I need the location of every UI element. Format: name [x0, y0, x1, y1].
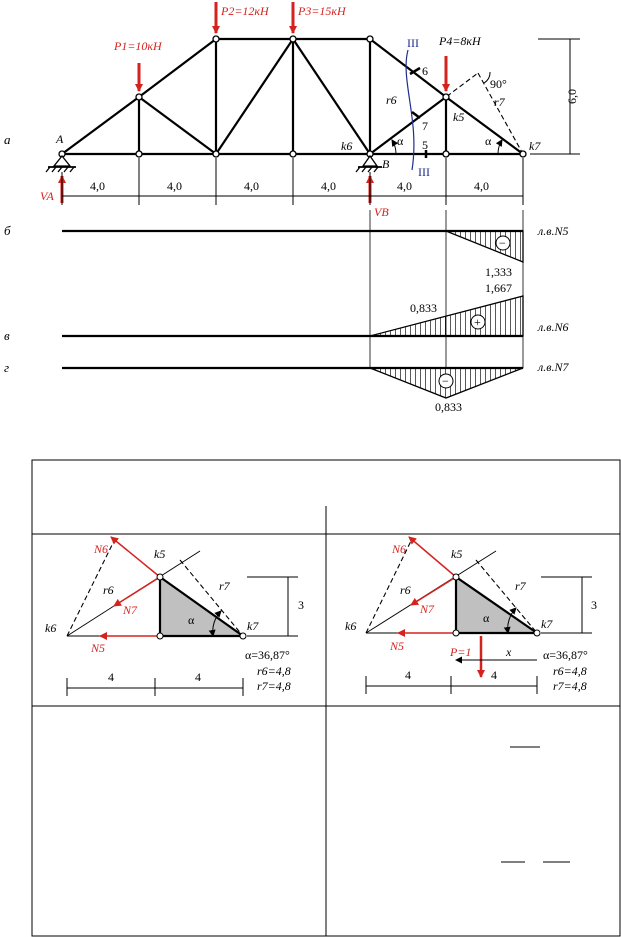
row-label-a: а	[4, 132, 11, 147]
row-label-g: г	[4, 360, 9, 375]
panel-left-figure	[66, 536, 298, 696]
il-n6-label: л.в.N6	[537, 320, 568, 334]
node-b-label: B	[382, 157, 390, 171]
section-label-bottom: III	[418, 165, 430, 179]
reaction-va-label: VA	[40, 189, 54, 203]
influence-line-n5	[62, 229, 524, 263]
span-dimensions	[61, 158, 524, 205]
row-label-b: б	[4, 223, 11, 238]
truss-nodes	[58, 35, 527, 158]
span-1-label: 4,0	[90, 179, 105, 193]
panel-right-alpha: α	[483, 611, 490, 625]
member-6-label: 6	[422, 64, 428, 78]
panel-left-param-r7: r7=4,8	[257, 679, 291, 693]
panel-left-n6: N6	[93, 542, 108, 556]
panel-left-r6: r6	[103, 583, 114, 597]
il-n5-value: 1,333	[485, 265, 512, 279]
panel-right-r6: r6	[400, 583, 411, 597]
il-n6-sign: +	[474, 315, 481, 329]
panel-right-param-alpha: α=36,87°	[543, 648, 588, 662]
il-n7-sign: −	[442, 374, 449, 388]
panel-right-figure	[365, 536, 592, 694]
load-p3-label: P3=15кН	[297, 4, 347, 18]
member-marks	[409, 66, 428, 158]
panel-left-height: 3	[298, 598, 304, 612]
panel-right-k7: k7	[541, 617, 553, 631]
angle-arcs	[391, 71, 503, 155]
il-n5-sign: −	[499, 236, 506, 250]
panel-left-r7: r7	[219, 579, 231, 593]
panel-left-k7: k7	[247, 619, 259, 633]
node-k5-label: k5	[453, 110, 464, 124]
row-label-v: в	[4, 328, 10, 343]
panel-left-param-alpha: α=36,87°	[245, 648, 290, 662]
load-p4-label: P4=8кН	[438, 34, 482, 48]
il-n6-value-mid: 0,833	[410, 301, 437, 315]
il-n7-label: л.в.N7	[537, 360, 569, 374]
panel-right-k6: k6	[345, 619, 356, 633]
influence-line-n7	[62, 366, 524, 399]
panel-right-dim-1: 4	[405, 668, 411, 682]
node-k6-label: k6	[341, 139, 352, 153]
span-3-label: 4,0	[244, 179, 259, 193]
node-a-label: A	[55, 132, 64, 146]
span-4-label: 4,0	[321, 179, 336, 193]
span-2-label: 4,0	[167, 179, 182, 193]
solution-table	[31, 459, 621, 937]
panel-right-n7: N7	[419, 602, 435, 616]
il-n5-label: л.в.N5	[537, 224, 568, 238]
support-a	[45, 154, 76, 173]
reaction-vb-label: VB	[374, 205, 389, 219]
panel-left-n7: N7	[122, 603, 138, 617]
section-label-top: III	[407, 36, 419, 50]
height-label: 6,0	[565, 89, 579, 104]
panel-right-n5: N5	[389, 639, 404, 653]
support-b	[355, 154, 382, 173]
il-n7-value: 0,833	[435, 400, 462, 414]
height-dimension	[530, 38, 580, 155]
panel-left-dim-1: 4	[108, 670, 114, 684]
panel-right-r7: r7	[515, 579, 527, 593]
angle-alpha-left: α	[397, 134, 404, 148]
angle-alpha-right: α	[485, 134, 492, 148]
angle-right-label: 90°	[490, 77, 507, 91]
panel-right-dim-2: 4	[491, 668, 497, 682]
node-k7-label: k7	[529, 139, 541, 153]
member-7-label: 7	[422, 119, 428, 133]
formula-fraction-bars	[501, 746, 570, 863]
load-p2-label: P2=12кН	[220, 4, 270, 18]
span-6-label: 4,0	[474, 179, 489, 193]
load-p1-label: P1=10кН	[113, 39, 163, 53]
truss-moment-arms	[369, 72, 524, 155]
panel-right-param-r6: r6=4,8	[553, 664, 587, 678]
section-line	[405, 49, 415, 171]
radius-r7-label: r7	[494, 95, 506, 109]
panel-right-param-r7: r7=4,8	[553, 679, 587, 693]
panel-left-k5: k5	[154, 547, 165, 561]
panel-left-alpha: α	[188, 613, 195, 627]
il-n6-value-end: 1,667	[485, 281, 512, 295]
panel-left-n5: N5	[90, 641, 105, 655]
panel-left-k6: k6	[45, 621, 56, 635]
influence-line-n6	[62, 295, 524, 338]
radius-r6-label: r6	[386, 93, 397, 107]
panel-right-k5: k5	[451, 547, 462, 561]
panel-left-dim-2: 4	[195, 670, 201, 684]
panel-right-load: P=1	[449, 645, 471, 659]
member-5-label: 5	[422, 138, 428, 152]
panel-left-param-r6: r6=4,8	[257, 664, 291, 678]
truss-members	[61, 37, 524, 156]
panel-right-x: x	[505, 645, 512, 659]
panel-right-n6: N6	[391, 542, 406, 556]
panel-right-height: 3	[591, 598, 597, 612]
span-5-label: 4,0	[397, 179, 412, 193]
